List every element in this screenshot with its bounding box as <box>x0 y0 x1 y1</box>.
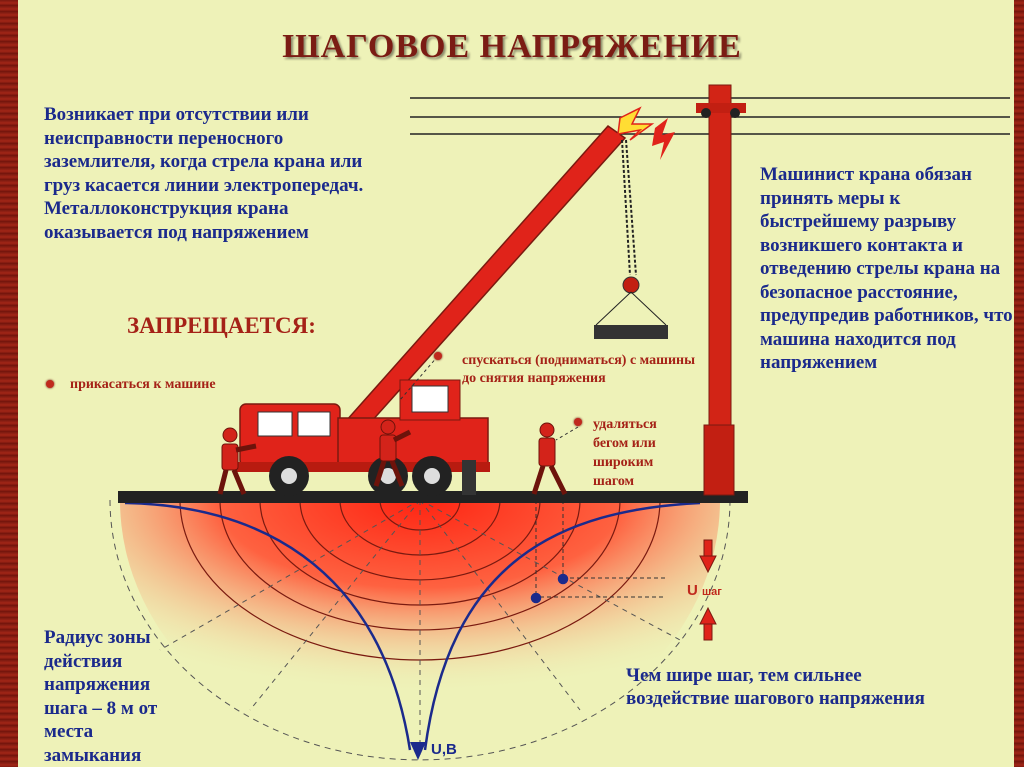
forbid-touch-text: прикасаться к машине <box>70 377 216 392</box>
driver-instruction-text: Машинист крана обязан принять меры к быс… <box>760 164 1013 373</box>
intro-text: Возникает при отсутствии или неисправнос… <box>44 104 364 243</box>
potential-field <box>109 499 731 761</box>
worker-walking-away <box>531 422 568 496</box>
worker-on-truck <box>373 419 412 487</box>
right-decorative-border <box>1014 0 1024 767</box>
power-pole <box>696 84 746 496</box>
spark-icon <box>617 106 675 160</box>
pointer-lines <box>399 355 579 441</box>
step-width-note-text: Чем шире шаг, тем сильнее воздействие ша… <box>626 665 925 709</box>
radius-note-text: Радиус зоны действия напряжения шага – 8… <box>44 627 158 766</box>
voltage-curve <box>124 500 701 760</box>
voltage-axis-label: U,В <box>431 741 457 758</box>
page-title: ШАГОВОЕ НАПРЯЖЕНИЕ <box>282 28 742 65</box>
ground-line <box>118 491 748 503</box>
step-voltage-sub: шаг <box>702 586 722 598</box>
forbid-climb-text: спускаться (подниматься) с машины до сня… <box>462 353 696 386</box>
step-voltage-label: U шаг <box>687 582 722 599</box>
left-decorative-border <box>0 0 18 767</box>
worker-touching-truck <box>217 427 257 495</box>
crane-truck <box>236 379 490 496</box>
step-voltage-main: U <box>687 582 698 599</box>
step-voltage-arrows <box>699 539 717 641</box>
forbidden-heading: ЗАПРЕЩАЕТСЯ: <box>127 313 316 338</box>
bullet-icon <box>574 418 582 426</box>
bullet-icon <box>434 352 442 360</box>
forbid-run-text: удаляться бегом или широким шагом <box>593 417 657 489</box>
bullet-icon <box>46 380 54 388</box>
